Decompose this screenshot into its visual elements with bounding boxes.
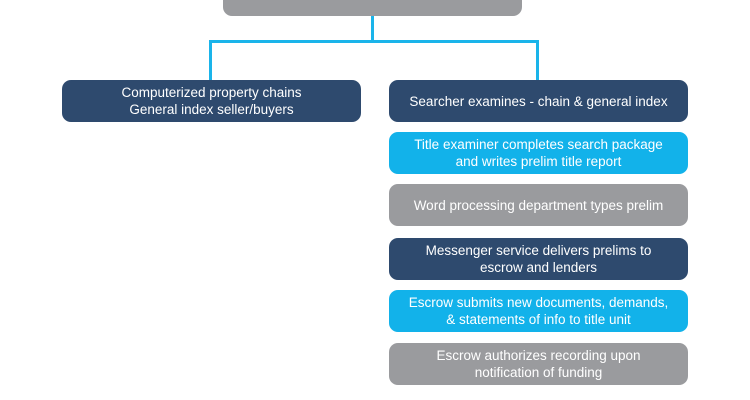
connector-right-vertical xyxy=(536,40,539,80)
top-node xyxy=(223,0,522,16)
node-label: Messenger service delivers prelims to es… xyxy=(425,243,652,275)
connector-center-vertical xyxy=(371,16,374,41)
connector-horizontal xyxy=(209,40,539,43)
node-label: Computerized property chains General ind… xyxy=(121,85,302,117)
connector-left-vertical xyxy=(209,40,212,80)
node-label: Escrow authorizes recording upon notific… xyxy=(436,348,641,380)
node-searcher-examines: Searcher examines - chain & general inde… xyxy=(389,80,688,122)
node-word-processing: Word processing department types prelim xyxy=(389,184,688,226)
node-title-examiner: Title examiner completes search package … xyxy=(389,132,688,174)
node-label: Title examiner completes search package … xyxy=(414,137,663,169)
node-computerized-property-chains: Computerized property chains General ind… xyxy=(62,80,361,122)
node-escrow-submits: Escrow submits new documents, demands, &… xyxy=(389,290,688,332)
node-escrow-authorizes: Escrow authorizes recording upon notific… xyxy=(389,343,688,385)
node-label: Searcher examines - chain & general inde… xyxy=(409,93,668,109)
node-label: Word processing department types prelim xyxy=(413,197,664,213)
node-label: Escrow submits new documents, demands, &… xyxy=(408,295,669,327)
node-messenger-service: Messenger service delivers prelims to es… xyxy=(389,238,688,280)
